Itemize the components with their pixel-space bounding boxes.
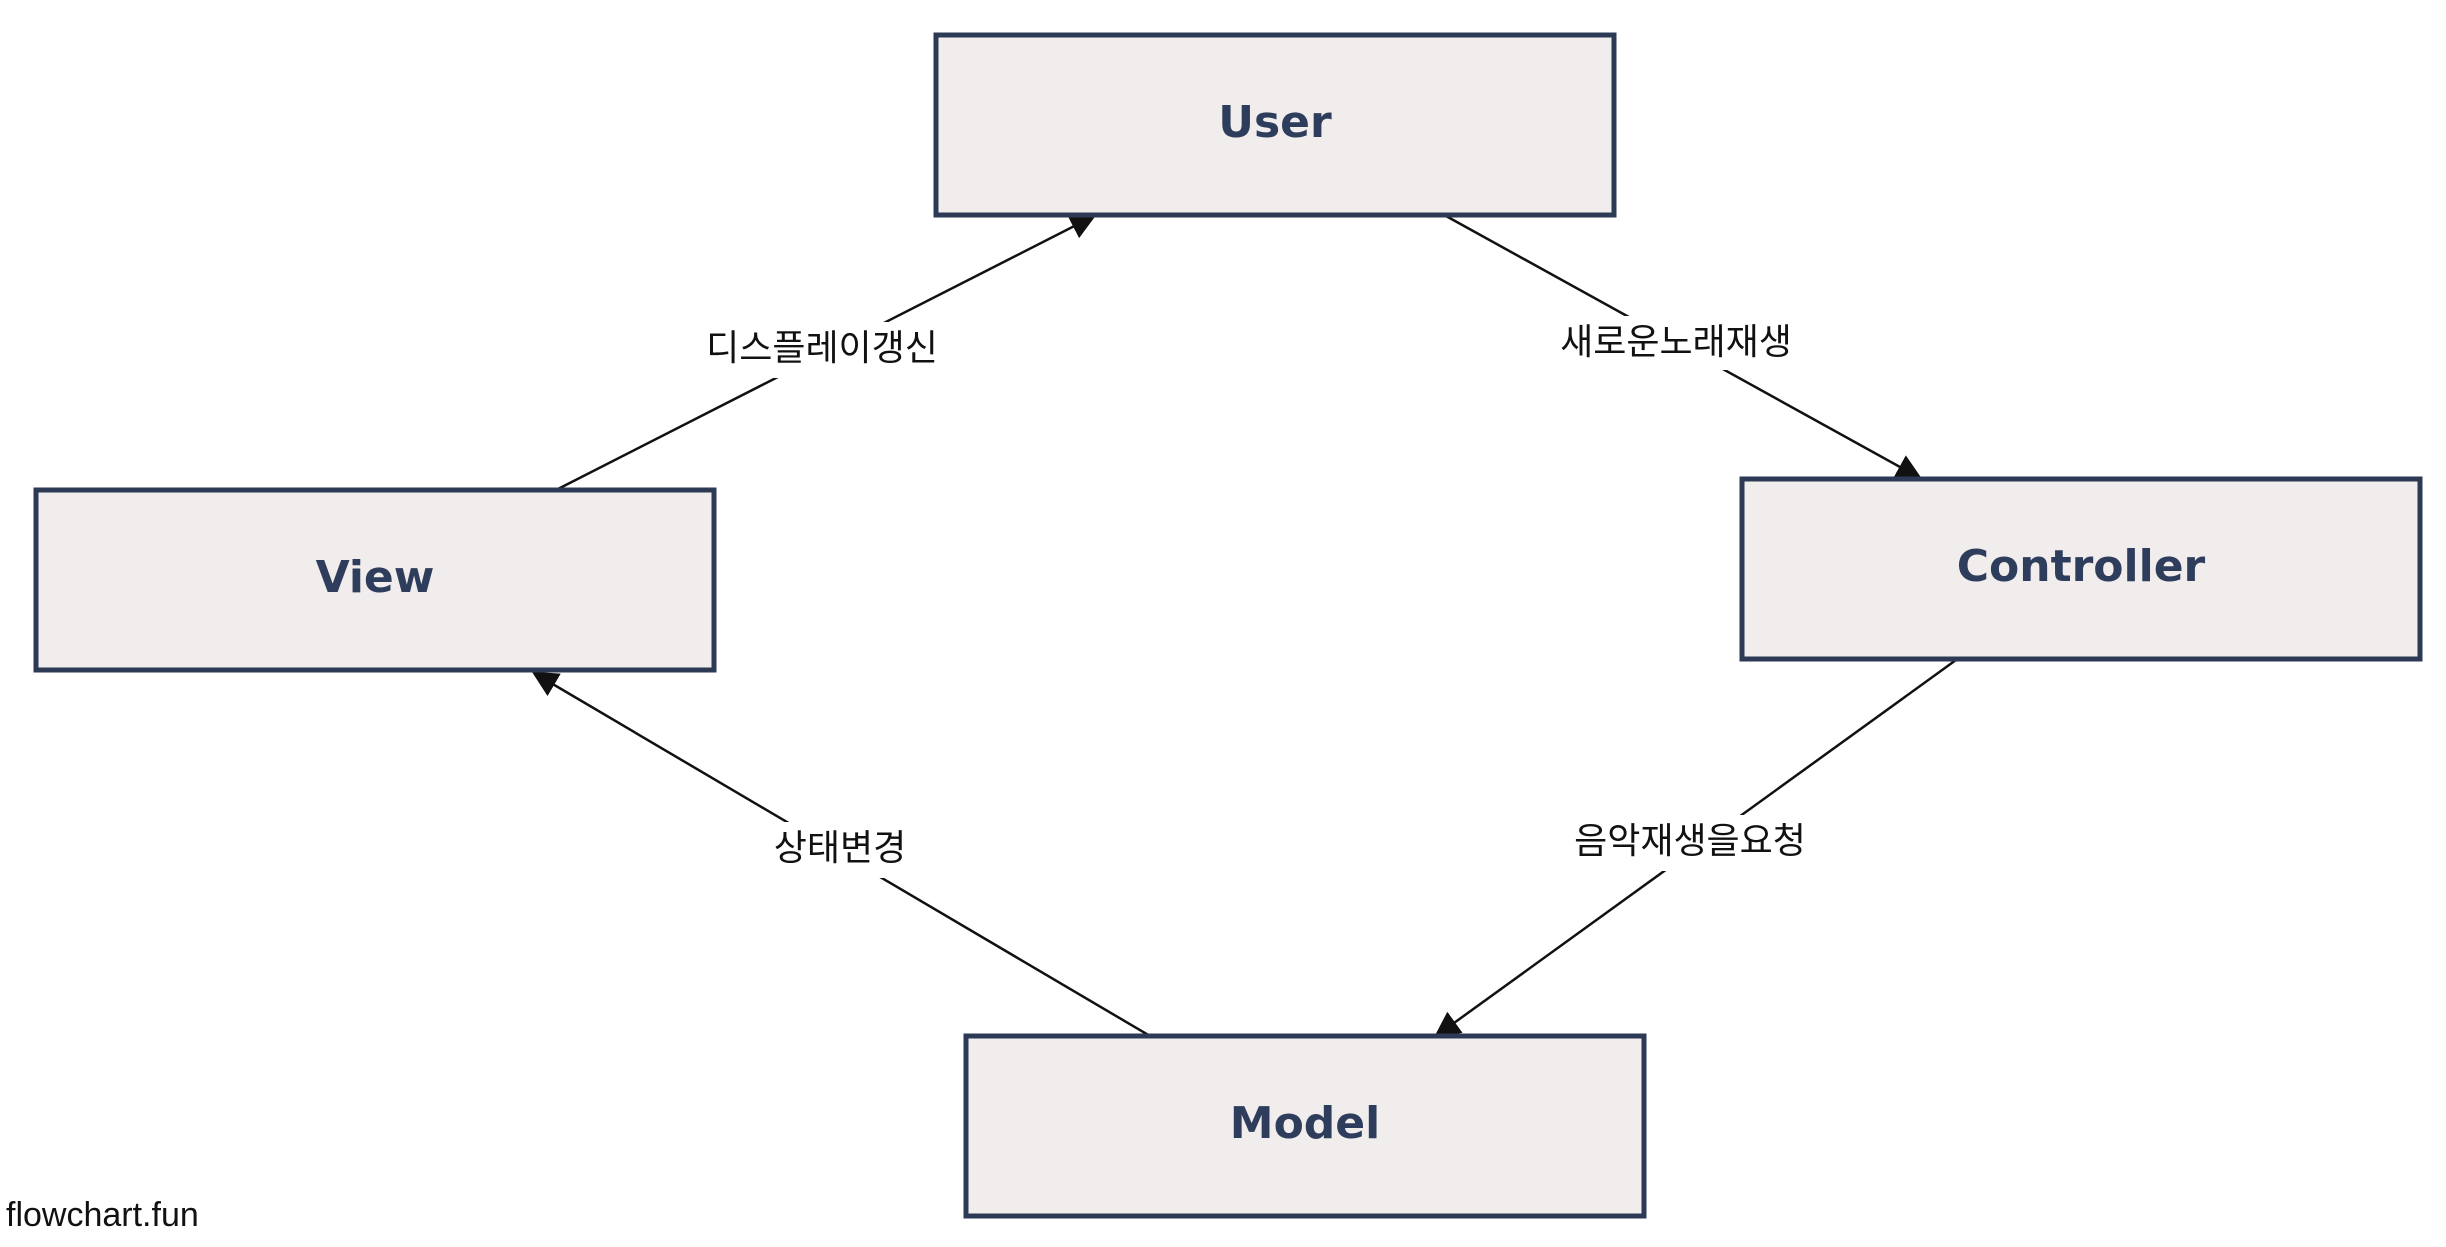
edge-label-model-to-view: 상태변경 — [766, 822, 916, 878]
edge-label-controller-to-model: 음악재생을요청 — [1568, 815, 1812, 871]
edge-label-user-to-controller: 새로운노래재생 — [1554, 316, 1798, 370]
edge-label-view-to-user: 디스플레이갱신 — [700, 322, 944, 378]
edge-label-text: 디스플레이갱신 — [706, 328, 938, 369]
edge-label-text: 새로운노래재생 — [1560, 322, 1792, 363]
watermark: flowchart.fun — [6, 1196, 199, 1234]
node-label: Model — [1230, 1098, 1380, 1149]
node-model: Model — [963, 1033, 1647, 1219]
edge-label-text: 상태변경 — [774, 828, 906, 869]
edge-label-text: 음악재생을요청 — [1574, 821, 1806, 862]
node-user: User — [933, 32, 1617, 218]
node-label: Controller — [1957, 541, 2206, 592]
node-label: View — [316, 552, 435, 603]
node-controller: Controller — [1739, 476, 2423, 662]
node-label: User — [1218, 97, 1332, 148]
node-view: View — [33, 487, 717, 673]
